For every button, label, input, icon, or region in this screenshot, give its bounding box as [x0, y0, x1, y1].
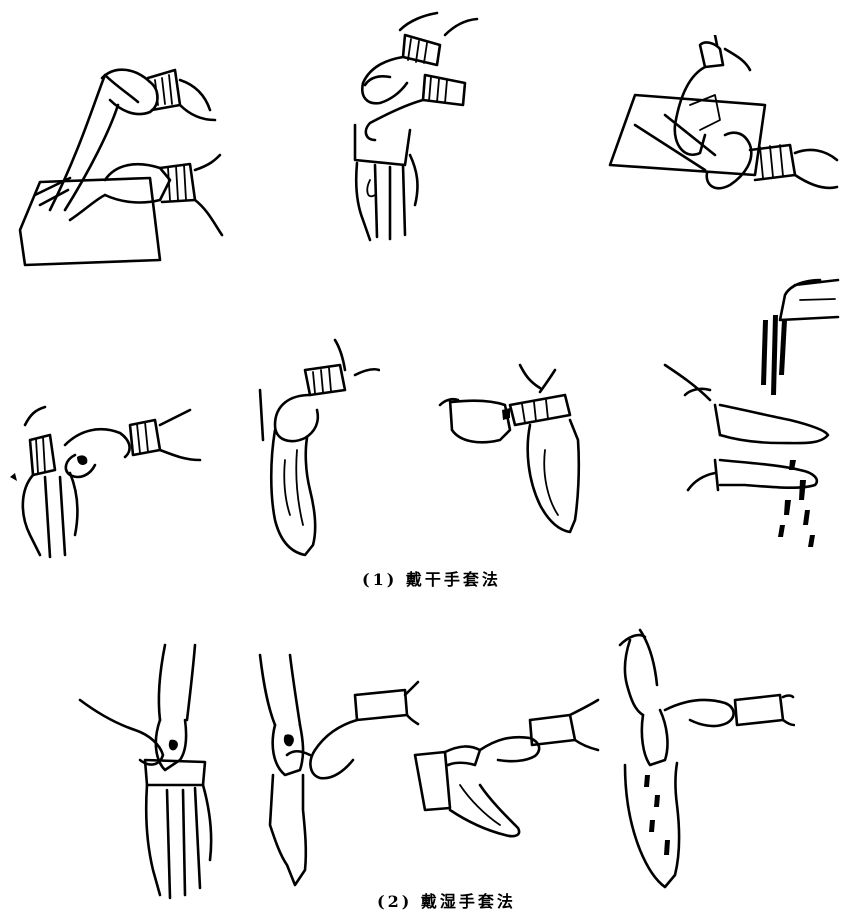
open-glove-packet-illustration — [605, 35, 840, 220]
insert-hand-into-wet-glove-illustration — [75, 640, 225, 905]
fold-wet-glove-cuff-illustration — [410, 690, 600, 850]
dry-glove-method-caption: (1) 戴干手套法 — [362, 566, 501, 590]
adjust-glove-cuff-illustration — [430, 360, 600, 540]
drain-water-from-glove-illustration — [605, 625, 795, 890]
rinse-gloves-with-solution-illustration — [660, 275, 840, 560]
pull-on-glove-illustration — [5, 395, 205, 575]
hold-glove-cuff-illustration — [345, 5, 485, 245]
gloved-hand-hanging-illustration — [245, 330, 380, 560]
wet-glove-method-caption: (2) 戴湿手套法 — [377, 888, 516, 912]
pick-glove-from-wrapper-illustration — [10, 60, 225, 270]
pull-up-wet-glove-illustration — [255, 650, 420, 890]
